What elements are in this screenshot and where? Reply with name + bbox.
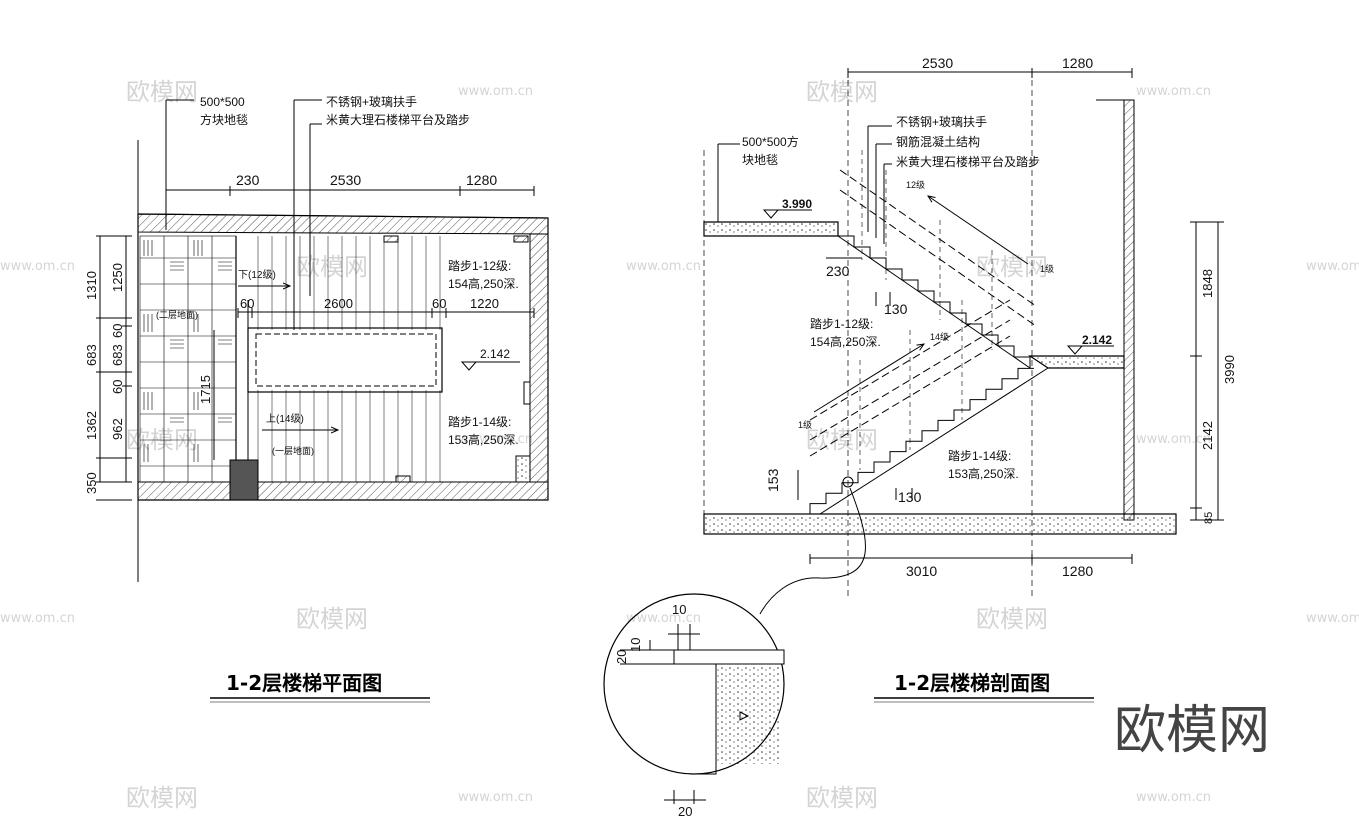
section-level-mid: 2.142 (1082, 333, 1112, 347)
section-step14: 14级 (930, 331, 949, 342)
plan-dim-962: 962 (110, 418, 125, 440)
section-dim-1280: 1280 (1062, 55, 1093, 71)
section-label-concrete: 钢筋混凝土结构 (896, 134, 980, 149)
section-step1b: 1级 (798, 419, 812, 430)
section-label-steps12: 踏步1-12级: (810, 317, 873, 331)
plan-title: 1-2层楼梯平面图 (226, 671, 382, 695)
watermark-url: www.om.cn (458, 432, 533, 447)
watermark-logo: 欧模网 (126, 78, 198, 106)
plan-dim-2600: 2600 (324, 296, 353, 311)
plan-dim-1715: 1715 (198, 375, 213, 404)
plan-title-underline (210, 697, 430, 703)
section-label-steps14: 踏步1-14级: (948, 449, 1011, 463)
section-dim-130b: 130 (898, 489, 922, 505)
section-text: 2530 1280 3010 1280 不锈钢+玻璃扶手 钢筋混凝土结构 米黄大… (742, 55, 1237, 695)
watermark-logo: 欧模网 (296, 605, 368, 633)
watermark-logo: 欧模网 (126, 784, 198, 812)
plan-label-carpet2: 方块地毯 (200, 112, 248, 127)
watermark-url: www.om.cn (1136, 84, 1211, 99)
watermark-url: www.om.cn (0, 259, 75, 274)
plan-label-steps14: 踏步1-14级: (448, 415, 511, 429)
plan-label-steps12b: 154高,250深. (448, 276, 519, 291)
section-title: 1-2层楼梯剖面图 (894, 671, 1050, 695)
plan-dim-1310: 1310 (84, 271, 99, 300)
section-dim-2530: 2530 (922, 55, 953, 71)
watermark-logo: 欧模网 (296, 253, 368, 281)
brand-logo: 欧模网 (1114, 701, 1270, 761)
plan-label-rail: 不锈钢+玻璃扶手 (326, 94, 417, 109)
watermark-url: www.om.cn (1136, 790, 1211, 805)
watermark-logo: 欧模网 (806, 784, 878, 812)
section-title-underline (874, 697, 1094, 703)
plan-dim-1250: 1250 (110, 263, 125, 292)
plan-dim-60b: 60 (432, 296, 446, 311)
section-label-steps12b: 154高,250深. (810, 334, 881, 349)
section-dim-85: 85 (1203, 512, 1215, 524)
plan-label-down: 下(12级) (238, 269, 276, 281)
section-view (703, 68, 1224, 615)
watermark-url: www.om.cn (626, 611, 701, 626)
detail-dim-10b: 10 (628, 638, 643, 652)
section-dim-153: 153 (765, 468, 781, 492)
watermark-url: www.om.cn (458, 84, 533, 99)
section-dim-3990: 3990 (1222, 355, 1237, 384)
watermark-url: www.om.cn (1136, 432, 1211, 447)
plan-text: 500*500 方块地毯 不锈钢+玻璃扶手 米黄大理石楼梯平台及踏步 230 2… (84, 94, 519, 695)
detail-dim-20a: 20 (614, 650, 629, 664)
section-dim-1848: 1848 (1200, 269, 1215, 298)
section-step1a: 1级 (1040, 263, 1054, 274)
stair-treads (257, 236, 441, 482)
plan-dim-683b: 683 (110, 344, 125, 366)
detail-dim-10a: 10 (672, 602, 686, 617)
plan-view (96, 99, 549, 582)
detail-text: 10 10 20 20 (614, 602, 692, 819)
section-dim-130a: 130 (884, 301, 908, 317)
watermark-logo: 欧模网 (976, 605, 1048, 633)
section-label-rail: 不锈钢+玻璃扶手 (896, 114, 987, 129)
watermark-url: www.om.cn (458, 790, 533, 805)
section-label-marble: 米黄大理石楼梯平台及踏步 (896, 154, 1040, 169)
watermark-logo: 欧模网 (976, 253, 1048, 281)
plan-label-steps12: 踏步1-12级: (448, 259, 511, 273)
plan-dim-60d: 60 (110, 380, 125, 394)
plan-dim-230: 230 (236, 172, 260, 188)
section-step12: 12级 (906, 179, 925, 190)
section-dim-1280b: 1280 (1062, 563, 1093, 579)
plan-label-steps14b: 153高,250深. (448, 432, 519, 447)
section-dim-230: 230 (826, 263, 850, 279)
plan-dim-683: 683 (84, 344, 99, 366)
plan-dim-1220: 1220 (470, 296, 499, 311)
detail-view (603, 593, 785, 804)
plan-dim-350: 350 (84, 472, 99, 494)
plan-dim-2530: 2530 (330, 172, 361, 188)
section-label-carpet: 500*500方 (742, 134, 799, 149)
plan-label-floor1: (一层地面) (272, 445, 314, 456)
plan-label-floor2: (二层地面) (156, 309, 198, 320)
watermark-logo: 欧模网 (806, 426, 878, 454)
detail-dim-20b: 20 (678, 804, 692, 819)
section-level-top: 3.990 (782, 197, 812, 211)
watermark-url: www.om.cn (0, 611, 75, 626)
watermark-url: www.om.cn (1306, 611, 1359, 626)
plan-dim-1280: 1280 (466, 172, 497, 188)
section-label-steps14b: 153高,250深. (948, 466, 1019, 481)
watermark-logo: 欧模网 (806, 78, 878, 106)
watermark-url: www.om.cn (1306, 259, 1359, 274)
plan-label-level: 2.142 (480, 347, 510, 361)
section-dim-3010: 3010 (906, 563, 937, 579)
plan-label-marble: 米黄大理石楼梯平台及踏步 (326, 112, 470, 127)
plan-dim-1362: 1362 (84, 411, 99, 440)
plan-label-up: 上(14级) (266, 413, 304, 425)
plan-label-carpet: 500*500 (200, 95, 245, 109)
section-dim-2142: 2142 (1200, 421, 1215, 450)
section-label-carpet2: 块地毯 (742, 153, 778, 167)
plan-dim-60a: 60 (240, 296, 254, 311)
watermark-url: www.om.cn (626, 259, 701, 274)
plan-dim-60c: 60 (110, 324, 125, 338)
